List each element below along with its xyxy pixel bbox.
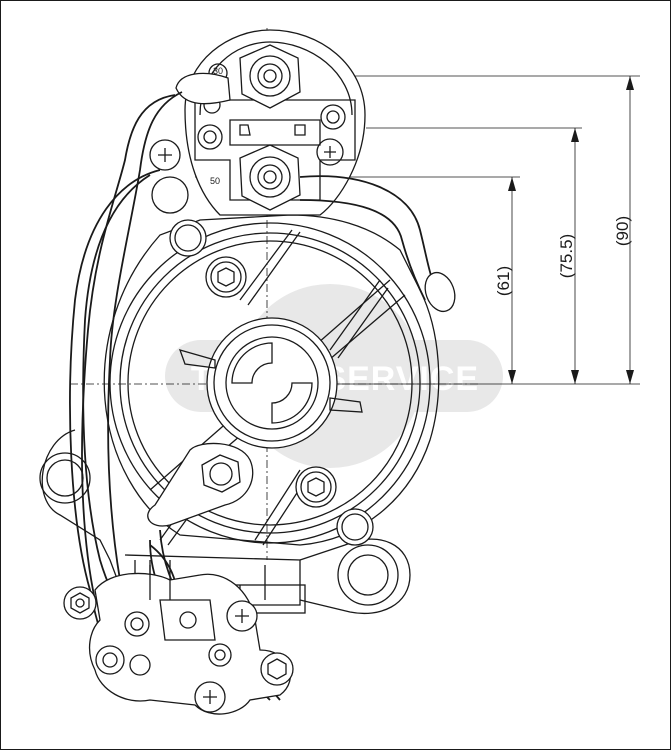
terminal-30-label: 30	[213, 66, 223, 76]
terminal-50-label: 50	[210, 176, 220, 186]
connector-block	[63, 560, 294, 715]
solenoid: 30 50	[184, 29, 366, 216]
dimension-lines	[330, 75, 640, 385]
dimension-61-label: (61)	[494, 266, 513, 296]
terminal-lug	[149, 72, 231, 214]
solenoid-cable	[299, 175, 456, 313]
ground-strap	[147, 442, 254, 527]
housing-plugs	[169, 219, 374, 546]
dimension-90-label: (90)	[613, 216, 632, 246]
drive-pinion	[178, 317, 363, 449]
dimension-75-5-label: (75.5)	[557, 234, 576, 278]
